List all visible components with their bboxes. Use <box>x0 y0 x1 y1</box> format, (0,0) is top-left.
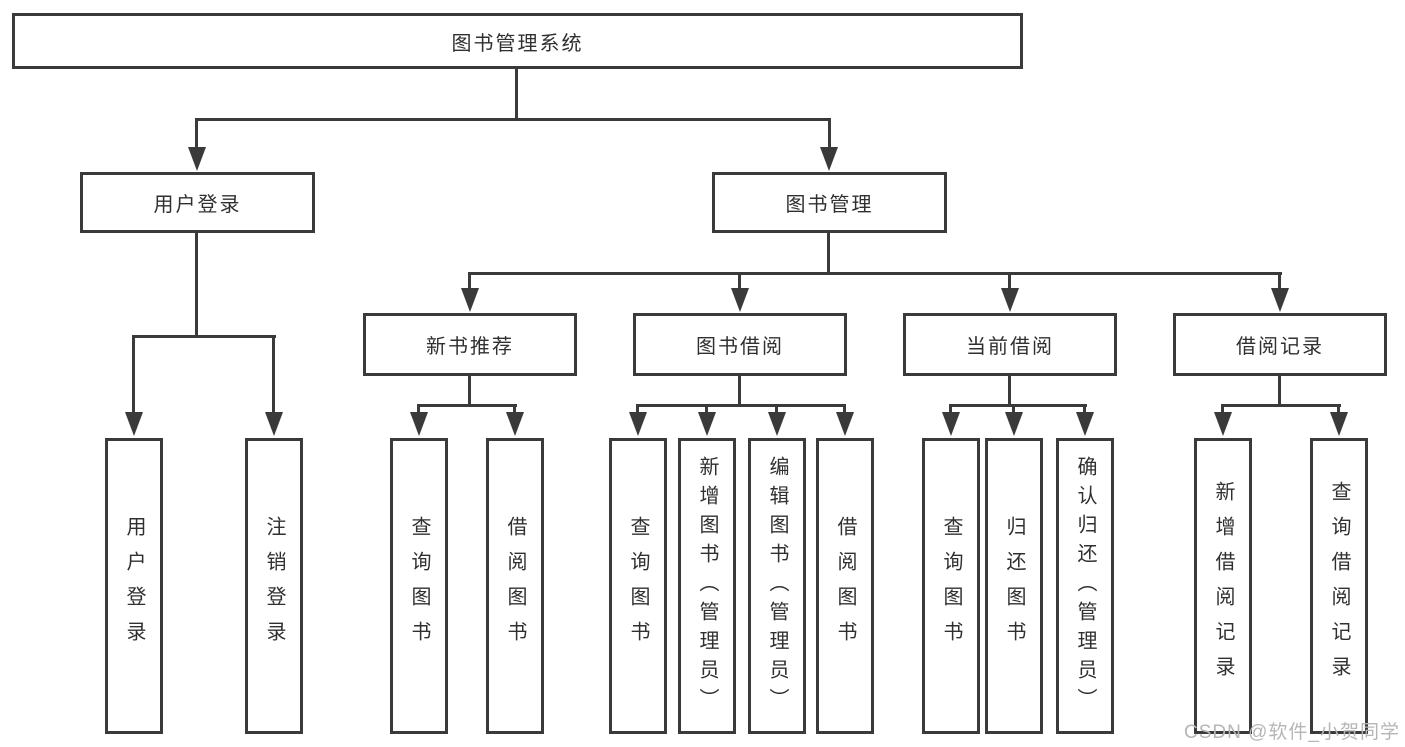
connector-line <box>738 272 741 290</box>
leaf-query-books-borrow-label: 查询图书 <box>627 516 649 656</box>
connector-line <box>827 233 830 275</box>
arrowhead-icon <box>629 412 647 436</box>
node-current-borrow: 当前借阅 <box>903 313 1117 376</box>
leaf-borrow-books-label: 借阅图书 <box>834 516 856 656</box>
leaf-query-borrow-record: 查询借阅记录 <box>1310 438 1368 734</box>
connector-line <box>1278 272 1281 290</box>
node-book-management: 图书管理 <box>712 172 947 233</box>
connector-line <box>828 118 831 148</box>
arrowhead-icon <box>1214 412 1232 436</box>
node-book-management-label: 图书管理 <box>785 194 874 216</box>
connector-line <box>1221 404 1341 407</box>
arrowhead-icon <box>265 412 283 436</box>
leaf-return-book-label: 归还图书 <box>1003 516 1025 656</box>
connector-line <box>738 376 741 407</box>
connector-line <box>515 69 518 121</box>
leaf-query-borrow-record-label: 查询借阅记录 <box>1328 481 1350 691</box>
node-borrow-records: 借阅记录 <box>1173 313 1387 376</box>
leaf-logout: 注销登录 <box>245 438 303 734</box>
leaf-query-books-current: 查询图书 <box>922 438 980 734</box>
node-root: 图书管理系统 <box>12 13 1023 69</box>
leaf-confirm-return-admin-label: 确认归还（管理员） <box>1074 455 1096 717</box>
leaf-user-login: 用户登录 <box>105 438 163 734</box>
node-borrow-records-label: 借阅记录 <box>1236 336 1324 358</box>
arrowhead-icon <box>125 412 143 436</box>
connector-line <box>1337 404 1340 414</box>
node-book-borrow: 图书借阅 <box>633 313 847 376</box>
connector-line <box>775 404 778 414</box>
arrowhead-icon <box>188 147 206 171</box>
connector-line <box>636 404 846 407</box>
connector-line <box>1008 376 1011 407</box>
connector-line <box>468 272 1282 275</box>
arrowhead-icon <box>768 412 786 436</box>
arrowhead-icon <box>1271 288 1289 312</box>
connector-line <box>705 404 708 414</box>
arrowhead-icon <box>410 412 428 436</box>
leaf-add-borrow-record: 新增借阅记录 <box>1194 438 1252 734</box>
leaf-query-books-borrow: 查询图书 <box>609 438 667 734</box>
connector-line <box>1083 404 1086 414</box>
leaf-confirm-return-admin: 确认归还（管理员） <box>1056 438 1114 734</box>
leaf-borrow-books-recommend-label: 借阅图书 <box>504 516 526 656</box>
csdn-watermark: CSDN @软件_小贺同学 <box>1184 722 1400 743</box>
leaf-add-borrow-record-label: 新增借阅记录 <box>1212 481 1234 691</box>
arrowhead-icon <box>836 412 854 436</box>
node-user-login: 用户登录 <box>80 172 315 233</box>
arrowhead-icon <box>820 147 838 171</box>
connector-line <box>1012 404 1015 414</box>
leaf-edit-book-admin-label: 编辑图书（管理员） <box>766 455 788 717</box>
connector-line <box>132 335 276 338</box>
leaf-logout-label: 注销登录 <box>263 516 285 656</box>
node-new-book-recommend: 新书推荐 <box>363 313 577 376</box>
arrowhead-icon <box>698 412 716 436</box>
connector-line <box>272 335 275 413</box>
connector-line <box>1278 376 1281 407</box>
leaf-borrow-books-recommend: 借阅图书 <box>486 438 544 734</box>
leaf-return-book: 归还图书 <box>985 438 1043 734</box>
node-current-borrow-label: 当前借阅 <box>966 336 1054 358</box>
leaf-query-books-recommend-label: 查询图书 <box>408 516 430 656</box>
leaf-query-books-current-label: 查询图书 <box>940 516 962 656</box>
connector-line <box>417 404 517 407</box>
node-new-book-recommend-label: 新书推荐 <box>426 336 514 358</box>
arrowhead-icon <box>1076 412 1094 436</box>
connector-line <box>468 376 471 407</box>
leaf-borrow-books: 借阅图书 <box>816 438 874 734</box>
connector-line <box>195 233 198 338</box>
arrowhead-icon <box>1330 412 1348 436</box>
connector-line <box>195 118 831 121</box>
connector-line <box>949 404 1087 407</box>
leaf-query-books-recommend: 查询图书 <box>390 438 448 734</box>
arrowhead-icon <box>1001 288 1019 312</box>
connector-line <box>1221 404 1224 414</box>
arrowhead-icon <box>731 288 749 312</box>
leaf-add-book-admin: 新增图书（管理员） <box>678 438 736 734</box>
arrowhead-icon <box>461 288 479 312</box>
connector-line <box>843 404 846 414</box>
node-book-borrow-label: 图书借阅 <box>696 336 784 358</box>
node-user-login-label: 用户登录 <box>153 194 242 216</box>
arrowhead-icon <box>506 412 524 436</box>
connector-line <box>468 272 471 290</box>
arrowhead-icon <box>942 412 960 436</box>
node-root-label: 图书管理系统 <box>451 32 584 55</box>
connector-line <box>1008 272 1011 290</box>
connector-line <box>195 118 198 148</box>
connector-line <box>949 404 952 414</box>
leaf-user-login-label: 用户登录 <box>123 516 145 656</box>
connector-line <box>636 404 639 414</box>
connector-line <box>513 404 516 414</box>
leaf-add-book-admin-label: 新增图书（管理员） <box>696 455 718 717</box>
arrowhead-icon <box>1005 412 1023 436</box>
connector-line <box>417 404 420 414</box>
connector-line <box>132 335 135 413</box>
leaf-edit-book-admin: 编辑图书（管理员） <box>748 438 806 734</box>
